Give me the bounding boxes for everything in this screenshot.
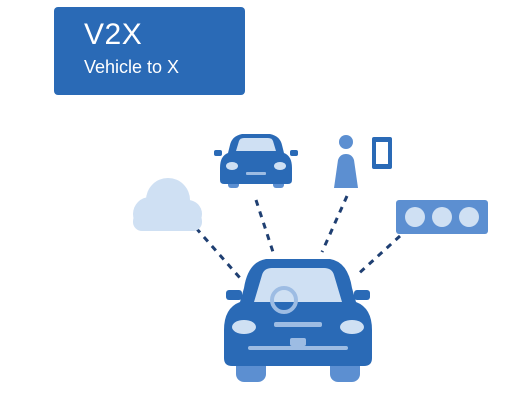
connectors: [194, 195, 402, 279]
connector-pedestrian: [320, 195, 349, 253]
connector-infrastructure: [354, 234, 402, 278]
main-car-icon: [224, 259, 372, 382]
remote-car-icon: [214, 134, 298, 188]
cloud-icon: [133, 178, 202, 231]
traffic-light-icon: [396, 200, 488, 234]
title-main: V2X: [84, 18, 143, 51]
title-box: V2X Vehicle to X: [54, 7, 245, 95]
connector-remote-vehicle: [254, 199, 275, 253]
title-subtitle: Vehicle to X: [84, 57, 180, 77]
pedestrian-icon: [334, 135, 392, 188]
connector-network: [194, 227, 242, 279]
